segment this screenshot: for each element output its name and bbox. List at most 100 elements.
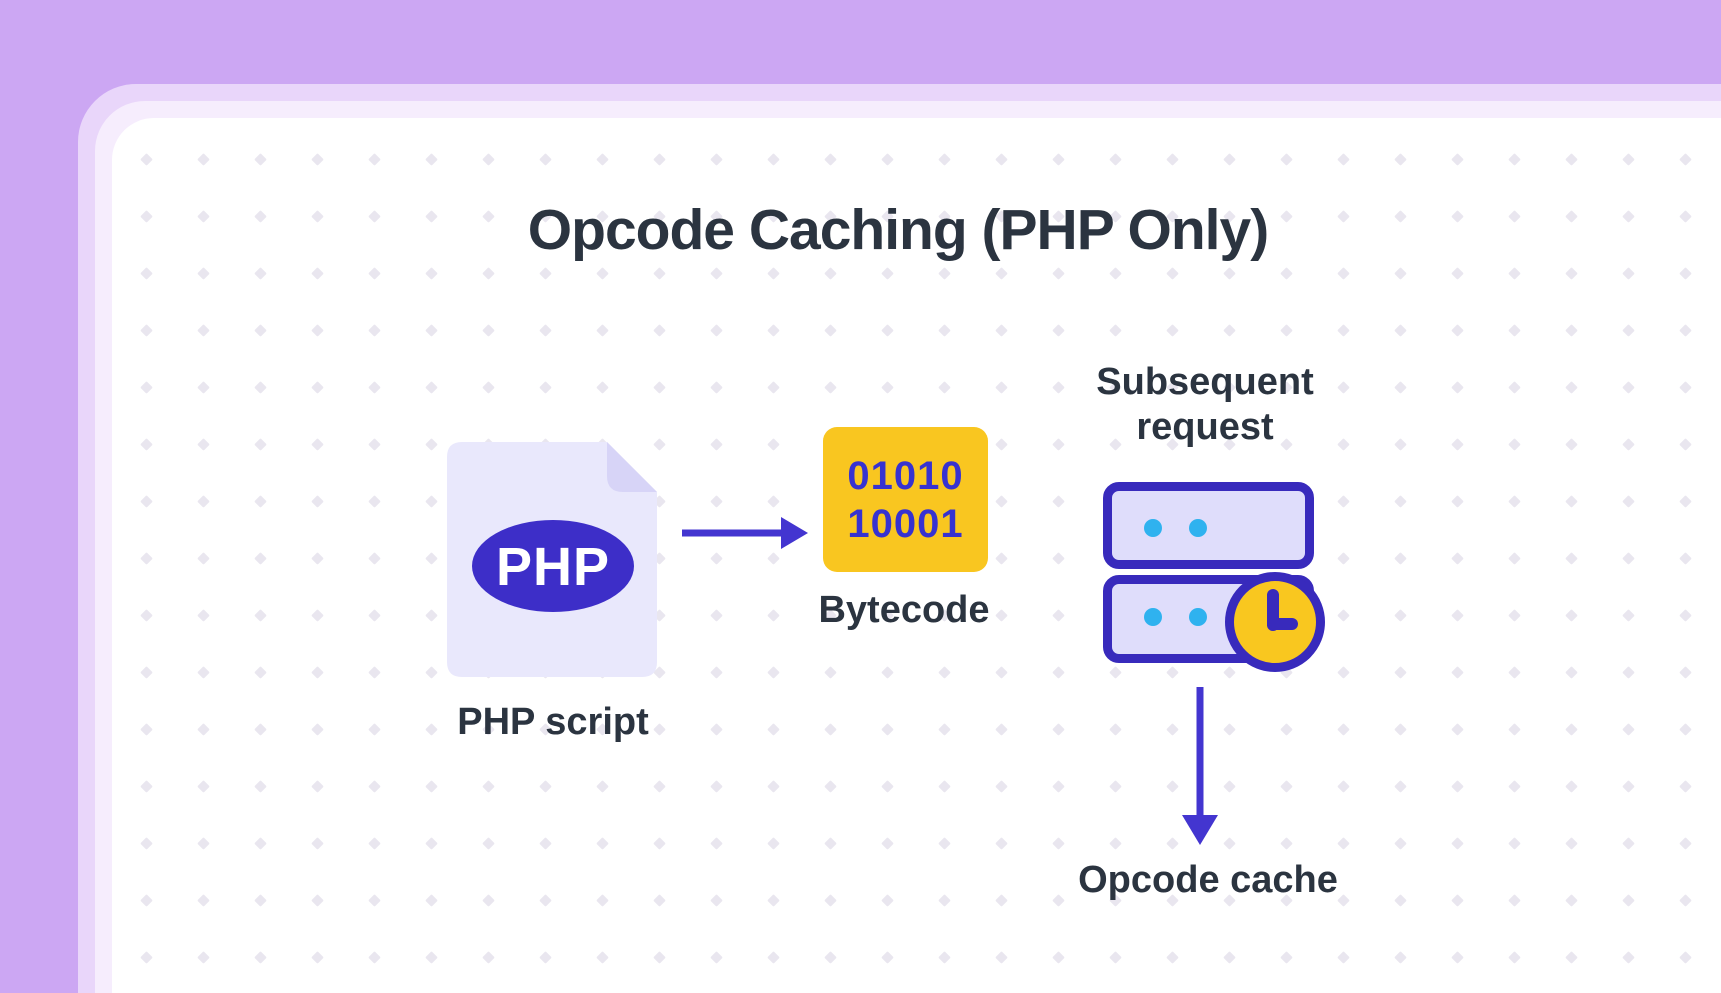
grid-dot [254, 324, 267, 337]
grid-dot [1394, 267, 1407, 280]
grid-dot [596, 324, 609, 337]
grid-dot [254, 609, 267, 622]
grid-dot [197, 267, 210, 280]
grid-dot [710, 837, 723, 850]
grid-dot [1223, 666, 1236, 679]
grid-dot [1565, 210, 1578, 223]
grid-dot [1052, 723, 1065, 736]
grid-dot [368, 609, 381, 622]
grid-dot [767, 324, 780, 337]
grid-dot [1052, 666, 1065, 679]
grid-dot [311, 837, 324, 850]
grid-dot [1565, 723, 1578, 736]
grid-dot [140, 153, 153, 166]
grid-dot [938, 666, 951, 679]
grid-dot [425, 324, 438, 337]
grid-dot [1622, 210, 1635, 223]
grid-dot [995, 267, 1008, 280]
grid-dot [140, 723, 153, 736]
grid-dot [425, 894, 438, 907]
grid-dot [1508, 951, 1521, 964]
grid-dot [1565, 609, 1578, 622]
grid-dot [1622, 666, 1635, 679]
grid-dot [1052, 438, 1065, 451]
grid-dot [254, 267, 267, 280]
grid-dot [254, 951, 267, 964]
grid-dot [1394, 210, 1407, 223]
grid-dot [710, 780, 723, 793]
grid-dot [1109, 837, 1122, 850]
grid-dot [881, 951, 894, 964]
grid-dot [197, 723, 210, 736]
grid-dot [425, 438, 438, 451]
grid-dot [653, 723, 666, 736]
server-rack-top [1103, 482, 1314, 569]
grid-dot [710, 609, 723, 622]
grid-dot [938, 381, 951, 394]
grid-dot [1679, 381, 1692, 394]
grid-dot [1280, 723, 1293, 736]
grid-dot [1166, 780, 1179, 793]
php-badge-oval [472, 520, 634, 612]
grid-dot [368, 153, 381, 166]
grid-dot [1052, 951, 1065, 964]
grid-dot [1565, 837, 1578, 850]
grid-dot [1679, 723, 1692, 736]
grid-dot [824, 666, 837, 679]
grid-dot [1109, 723, 1122, 736]
opcode-cache-label: Opcode cache [1078, 859, 1338, 901]
grid-dot [653, 381, 666, 394]
grid-dot [368, 267, 381, 280]
grid-dot [1394, 552, 1407, 565]
grid-dot [824, 381, 837, 394]
grid-dot [1451, 267, 1464, 280]
grid-dot [1508, 495, 1521, 508]
php-script-label: PHP script [457, 701, 649, 743]
grid-dot [539, 324, 552, 337]
grid-dot [482, 780, 495, 793]
grid-dot [1451, 438, 1464, 451]
grid-dot [1679, 894, 1692, 907]
grid-dot [254, 780, 267, 793]
grid-dot [653, 324, 666, 337]
grid-dot [368, 894, 381, 907]
grid-dot [1565, 552, 1578, 565]
grid-dot [995, 609, 1008, 622]
grid-dot [1337, 153, 1350, 166]
grid-dot [710, 267, 723, 280]
grid-dot [1451, 381, 1464, 394]
grid-dot [254, 723, 267, 736]
grid-dot [1337, 210, 1350, 223]
grid-dot [368, 666, 381, 679]
grid-dot [140, 552, 153, 565]
grid-dot [995, 951, 1008, 964]
grid-dot [197, 951, 210, 964]
grid-dot [767, 552, 780, 565]
grid-dot [1337, 894, 1350, 907]
grid-dot [254, 153, 267, 166]
grid-dot [140, 324, 153, 337]
grid-dot [710, 324, 723, 337]
grid-dot [767, 609, 780, 622]
grid-dot [482, 267, 495, 280]
grid-dot [140, 780, 153, 793]
grid-dot [1622, 723, 1635, 736]
grid-dot [1565, 894, 1578, 907]
grid-dot [1451, 723, 1464, 736]
grid-dot [653, 780, 666, 793]
grid-dot [1622, 324, 1635, 337]
grid-dot [1052, 495, 1065, 508]
grid-dot [824, 894, 837, 907]
grid-dot [1394, 951, 1407, 964]
grid-dot [1337, 495, 1350, 508]
grid-dot [1166, 723, 1179, 736]
grid-dot [710, 495, 723, 508]
grid-dot [767, 438, 780, 451]
subsequent-request-line-2: request [1136, 406, 1274, 448]
grid-dot [482, 837, 495, 850]
grid-dot [1451, 894, 1464, 907]
grid-dot [1679, 495, 1692, 508]
grid-dot [710, 552, 723, 565]
grid-dot [1223, 267, 1236, 280]
grid-dot [1394, 381, 1407, 394]
